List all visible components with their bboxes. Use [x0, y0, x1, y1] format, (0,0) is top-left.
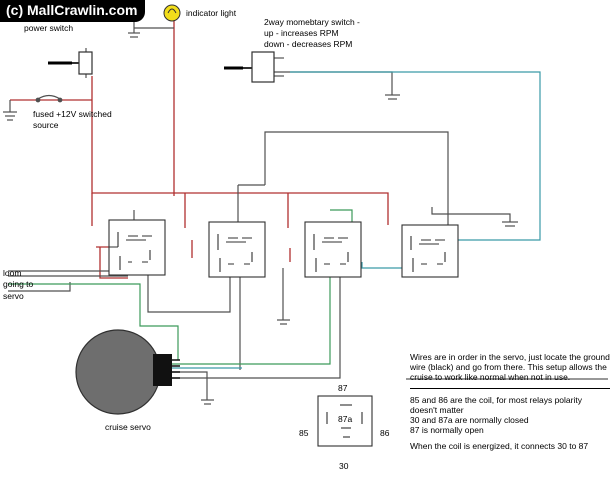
- relay-pin-86-label: 86: [380, 428, 390, 438]
- rpm-switch-icon[interactable]: [224, 51, 284, 83]
- relay-pinout-icon: [317, 395, 373, 447]
- relay-4: [401, 224, 459, 278]
- note-wiring: Wires are in order in the servo, just lo…: [410, 352, 610, 382]
- relay-1: [108, 219, 166, 276]
- watermark: (c) MallCrawlin.com: [0, 0, 146, 22]
- relay-pin-85-label: 85: [299, 428, 309, 438]
- fused-source-label-2: source: [33, 120, 59, 130]
- fused-source-label-1: fused +12V switched: [33, 109, 112, 119]
- cruise-servo-label: cruise servo: [105, 422, 151, 432]
- fused-source: [3, 94, 63, 121]
- power-switch-label: power switch: [24, 23, 74, 33]
- indicator-light-icon: [163, 4, 181, 22]
- rpm-switch-label-1: 2way momebtary switch -: [264, 17, 360, 27]
- note-contacts-closed: 30 and 87a are normally closed: [410, 415, 529, 425]
- power-switch-icon[interactable]: [48, 48, 93, 78]
- note-energized: When the coil is energized, it connects …: [410, 441, 589, 451]
- notes-panel: Wires are in order in the servo, just lo…: [410, 352, 610, 457]
- cruise-servo-icon: [75, 329, 180, 415]
- relay-3: [304, 221, 362, 278]
- note-contacts-open: 87 is normally open: [410, 425, 484, 435]
- loom-label-1: loom: [3, 268, 22, 278]
- rpm-switch-label-3: down - decreases RPM: [264, 39, 353, 49]
- relay-pin-87-label: 87: [338, 383, 348, 393]
- relay-2: [208, 221, 266, 278]
- note-separator: [410, 388, 610, 389]
- loom-label-2: going to: [3, 279, 34, 289]
- indicator-light-label: indicator light: [186, 8, 237, 18]
- power-wiring: [10, 20, 433, 279]
- relay-pin-87a-label: 87a: [338, 414, 353, 424]
- relay-pin-30-label: 30: [339, 461, 349, 471]
- rpm-switch-label-2: up - increases RPM: [264, 28, 339, 38]
- note-coil: 85 and 86 are the coil, for most relays …: [410, 395, 582, 415]
- loom-label-3: servo: [3, 291, 24, 301]
